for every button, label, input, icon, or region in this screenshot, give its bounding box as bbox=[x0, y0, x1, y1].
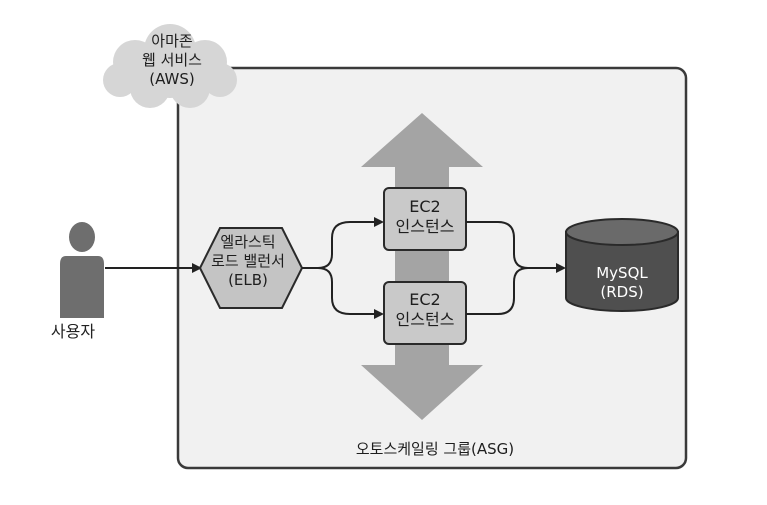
aws-cloud-icon bbox=[103, 24, 237, 108]
ec2-instance-label: EC2 인스턴스 bbox=[384, 290, 466, 330]
aws-cloud-label: 아마존 웹 서비스 (AWS) bbox=[120, 32, 224, 88]
elb-hexagon bbox=[198, 227, 304, 309]
database-label: MySQL (RDS) bbox=[566, 264, 678, 302]
elb-to-ec2-top-arrow bbox=[302, 217, 384, 269]
ec2-instance-box bbox=[383, 187, 467, 251]
elb-label: 엘라스틱 로드 밸런서 (ELB) bbox=[196, 233, 300, 289]
aws-label-line: 아마존 bbox=[151, 32, 193, 50]
elb-label-line: 로드 밸런서 bbox=[211, 251, 285, 270]
user-label: 사용자 bbox=[50, 322, 96, 341]
ec2-instance-label: EC2 인스턴스 bbox=[384, 197, 466, 237]
ec2-to-db-connector bbox=[466, 221, 529, 269]
database-cylinder-icon bbox=[565, 218, 679, 312]
elb-to-ec2-bottom-arrow bbox=[317, 267, 384, 319]
ec2-label-line: EC2 bbox=[409, 290, 441, 309]
elb-label-line: 엘라스틱 bbox=[220, 233, 276, 251]
ec2-label-line: EC2 bbox=[409, 197, 441, 216]
elb-label-line: (ELB) bbox=[228, 270, 268, 289]
ec2-to-db-connector bbox=[466, 267, 529, 315]
database-label-line: MySQL bbox=[596, 264, 648, 282]
aws-label-line: 웹 서비스 bbox=[142, 50, 202, 69]
database-label-line: (RDS) bbox=[600, 282, 644, 301]
ec2-label-line: 인스턴스 bbox=[395, 310, 455, 329]
aws-label-line: (AWS) bbox=[149, 69, 195, 88]
ec2-label-line: 인스턴스 bbox=[395, 217, 455, 236]
user-icon bbox=[60, 222, 104, 318]
scaling-arrow-icon bbox=[361, 113, 483, 420]
asg-label: 오토스케일링 그룹(ASG) bbox=[355, 440, 515, 458]
